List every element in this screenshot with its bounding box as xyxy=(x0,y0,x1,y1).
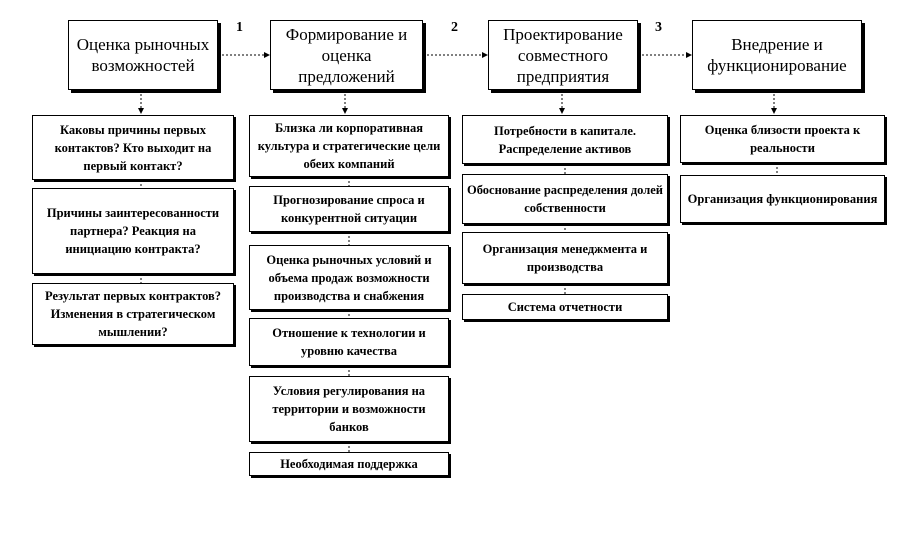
stage-1-item-2: Причины заинтересованности партнера? Реа… xyxy=(32,188,234,274)
stage-2-item-3: Оценка рыночных условий и объема продаж … xyxy=(249,245,449,310)
stage-title: Проектирование совместного предприятия xyxy=(503,24,623,86)
arrowhead-down-4 xyxy=(771,108,777,114)
step-number-3: 3 xyxy=(655,20,662,35)
arrowhead-down-2 xyxy=(342,108,348,114)
step-number-2: 2 xyxy=(451,20,458,35)
item-text: Обоснование распределения долей собствен… xyxy=(467,183,664,215)
item-text: Организация менеджмента и производства xyxy=(482,242,648,274)
arrowhead-down-1 xyxy=(138,108,144,114)
stage-title: Внедрение и функционирование xyxy=(707,35,847,75)
item-text: Результат первых контрактов? Изменения в… xyxy=(44,289,222,339)
item-text: Условия регулирования на территории и во… xyxy=(272,384,426,434)
stage-3-item-3: Организация менеджмента и производства xyxy=(462,232,668,284)
item-text: Потребности в капитале. Распределение ак… xyxy=(493,123,637,156)
stage-2-item-6: Необходимая поддержка xyxy=(249,452,449,476)
stage-3-header: Проектирование совместного предприятия xyxy=(488,20,638,90)
stage-4-item-2: Организация функционирования xyxy=(680,175,885,223)
stage-title: Формирование и оценка предложений xyxy=(285,24,408,86)
item-text: Организация функционирования xyxy=(687,192,878,206)
arrowhead-2-3 xyxy=(482,52,488,58)
item-text: Отношение к технологии и уровню качества xyxy=(272,326,426,358)
item-text: Причины заинтересованности партнера? Реа… xyxy=(46,206,220,256)
stage-4-header: Внедрение и функционирование xyxy=(692,20,862,90)
stage-2-item-5: Условия регулирования на территории и во… xyxy=(249,376,449,442)
item-text: Необходимая поддержка xyxy=(280,457,418,471)
stage-1-header: Оценка рыночных возможностей xyxy=(68,20,218,90)
item-text: Каковы причины первых контактов? Кто вых… xyxy=(54,122,212,173)
stage-3-item-1: Потребности в капитале. Распределение ак… xyxy=(462,115,668,164)
stage-3-item-4: Система отчетности xyxy=(462,294,668,320)
stage-1-item-1: Каковы причины первых контактов? Кто вых… xyxy=(32,115,234,180)
item-text: Близка ли корпоративная культура и страт… xyxy=(257,121,441,171)
stage-title: Оценка рыночных возможностей xyxy=(76,35,210,75)
stage-3-item-2: Обоснование распределения долей собствен… xyxy=(462,174,668,224)
stage-2-item-1: Близка ли корпоративная культура и страт… xyxy=(249,115,449,177)
item-text: Оценка рыночных условий и объема продаж … xyxy=(266,252,432,303)
stage-4-item-1: Оценка близости проекта к реальности xyxy=(680,115,885,163)
item-text: Система отчетности xyxy=(507,300,623,314)
item-text: Оценка близости проекта к реальности xyxy=(704,123,861,155)
stage-2-item-2: Прогнозирование спроса и конкурентной си… xyxy=(249,186,449,232)
arrowhead-1-2 xyxy=(264,52,270,58)
stage-2-header: Формирование и оценка предложений xyxy=(270,20,423,90)
step-number-1: 1 xyxy=(236,20,243,35)
stage-2-item-4: Отношение к технологии и уровню качества xyxy=(249,318,449,366)
item-text: Прогнозирование спроса и конкурентной си… xyxy=(273,193,425,225)
arrowhead-3-4 xyxy=(686,52,692,58)
stage-1-item-3: Результат первых контрактов? Изменения в… xyxy=(32,283,234,345)
arrowhead-down-3 xyxy=(559,108,565,114)
